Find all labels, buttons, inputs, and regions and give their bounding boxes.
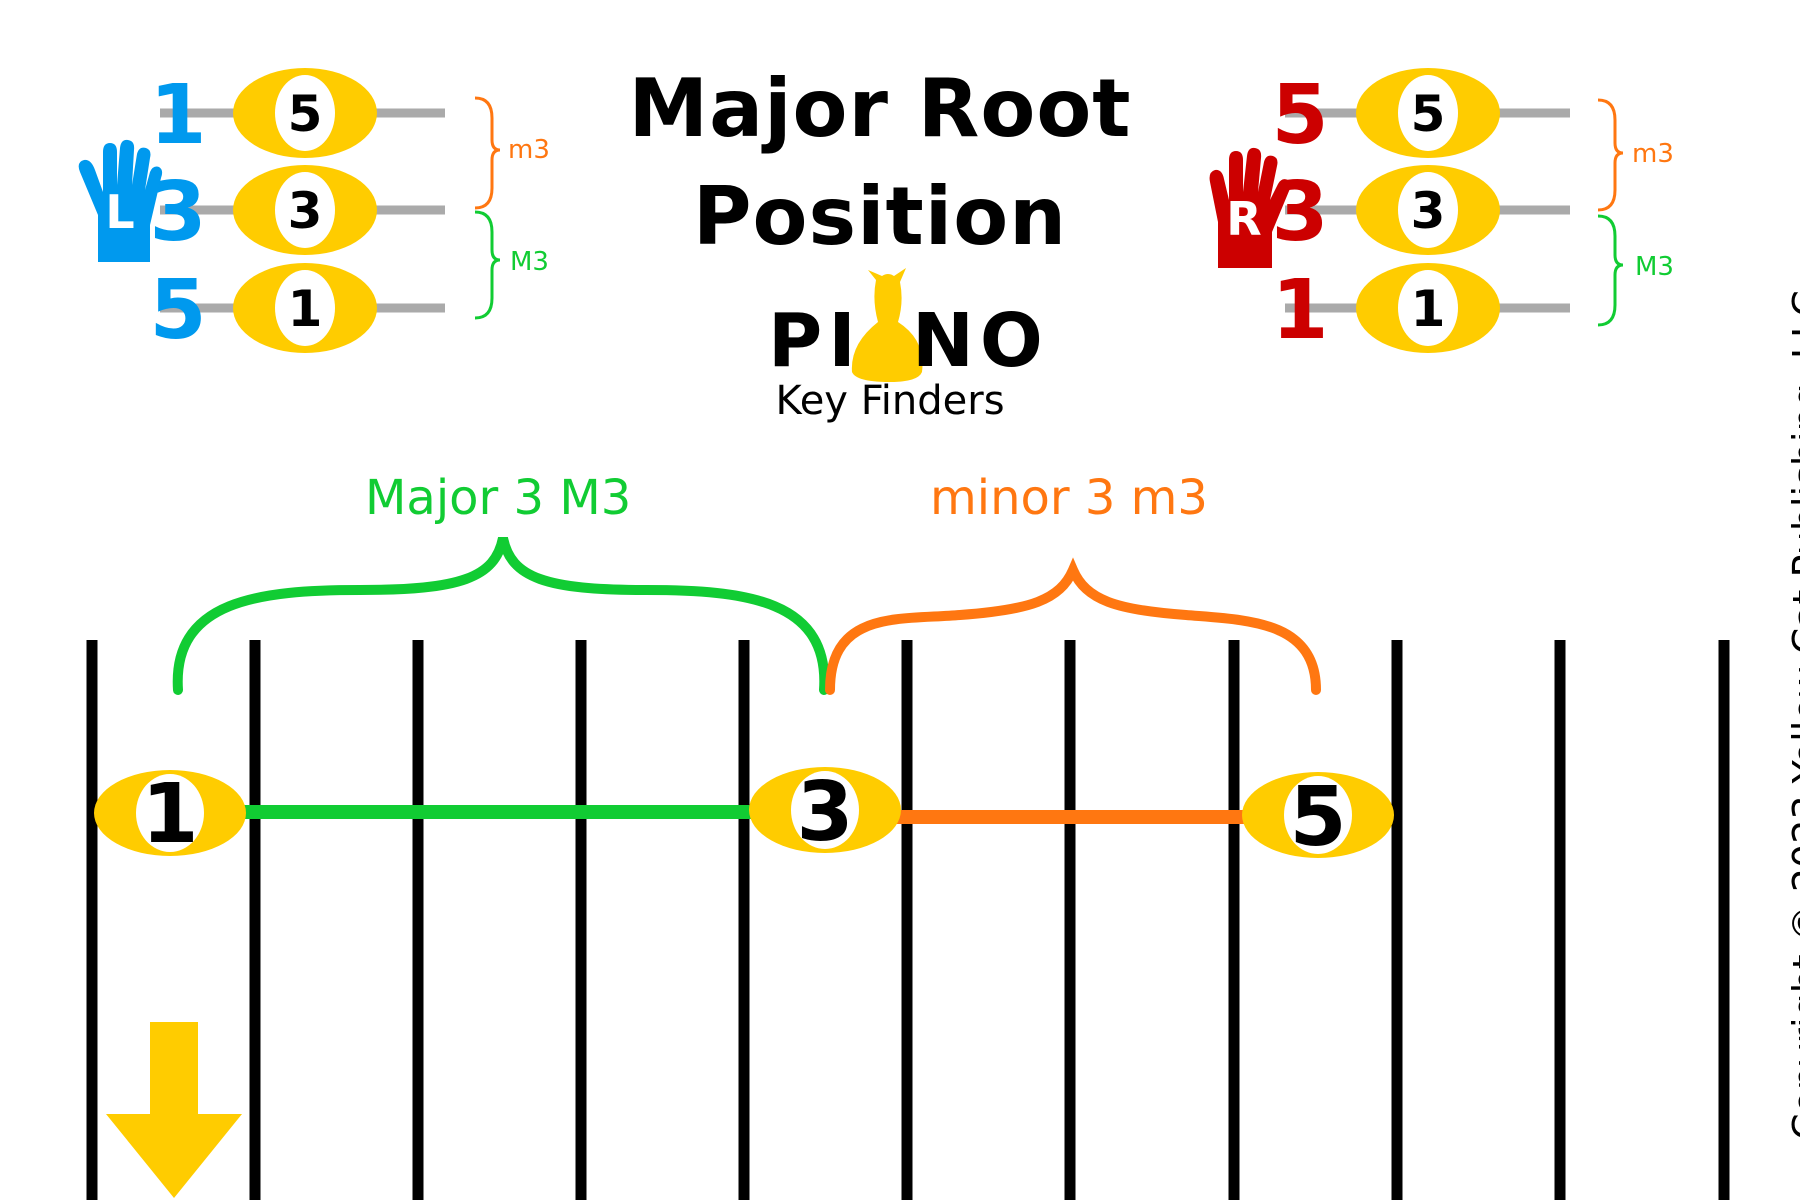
note-oval: 1: [1356, 263, 1500, 353]
hand-letter: L: [105, 185, 134, 239]
keyboard-note-number: 1: [141, 767, 198, 862]
note-oval: 5: [233, 68, 377, 158]
note-oval: 1: [233, 263, 377, 353]
finger-number: 1: [149, 68, 206, 163]
major-third-brace-icon: [172, 536, 830, 695]
keyboard-note-number: 5: [1289, 770, 1346, 865]
note-number: 5: [1411, 85, 1446, 143]
upper-interval-label: m3: [508, 135, 550, 165]
keyboard-note: 5: [1242, 770, 1394, 865]
note-number: 1: [1411, 280, 1446, 338]
brace-lower-icon: [1597, 214, 1624, 327]
note-oval: 3: [233, 165, 377, 255]
note-oval: 3: [1356, 165, 1500, 255]
page-title-line1: Major Root: [628, 62, 1132, 155]
brace-upper-icon: [1597, 98, 1624, 212]
interval-braces: [172, 536, 1321, 695]
brace-upper-icon: [474, 96, 501, 210]
major-third-label: Major 3 M3: [365, 470, 632, 526]
note-number: 5: [288, 85, 323, 143]
upper-interval-label: m3: [1632, 139, 1674, 169]
keyboard-note-number: 3: [796, 765, 853, 860]
left-hand-icon: L: [78, 139, 163, 262]
interval-connectors: [240, 805, 1250, 824]
copyright-notice: Copyright © 2023 Yellow Cat Publishing, …: [1785, 290, 1800, 1140]
finger-number: 1: [1271, 263, 1328, 358]
down-arrow-icon: [106, 1022, 242, 1198]
brace-lower-icon: [474, 210, 501, 320]
lower-interval-label: M3: [1635, 252, 1674, 282]
page-title-line2: Position: [692, 170, 1068, 263]
keyboard-note: 1: [94, 767, 246, 862]
logo-word-right: NO: [912, 298, 1049, 384]
note-oval: 5: [1356, 68, 1500, 158]
note-number: 3: [1411, 182, 1446, 240]
right-hand-icon: R: [1209, 147, 1291, 268]
logo-word-left: PI: [768, 298, 862, 384]
left-hand-staff: 5 3 1 1 3 5 L m3 M3: [78, 68, 550, 358]
logo-subtitle: Key Finders: [775, 378, 1005, 424]
note-number: 3: [288, 182, 323, 240]
lower-interval-label: M3: [510, 247, 549, 277]
minor-third-brace-icon: [825, 557, 1321, 695]
keyboard-key-lines: [86, 640, 1730, 1200]
right-hand-staff: 5 3 1 5 3 1 R m3 M3: [1209, 68, 1674, 358]
cat-logo-icon: [851, 268, 923, 382]
note-number: 1: [288, 280, 323, 338]
finger-number: 5: [1271, 68, 1328, 163]
minor-third-label: minor 3 m3: [930, 470, 1208, 526]
keyboard-note: 3: [749, 765, 901, 860]
hand-letter: R: [1226, 192, 1261, 246]
finger-number: 5: [149, 263, 206, 358]
